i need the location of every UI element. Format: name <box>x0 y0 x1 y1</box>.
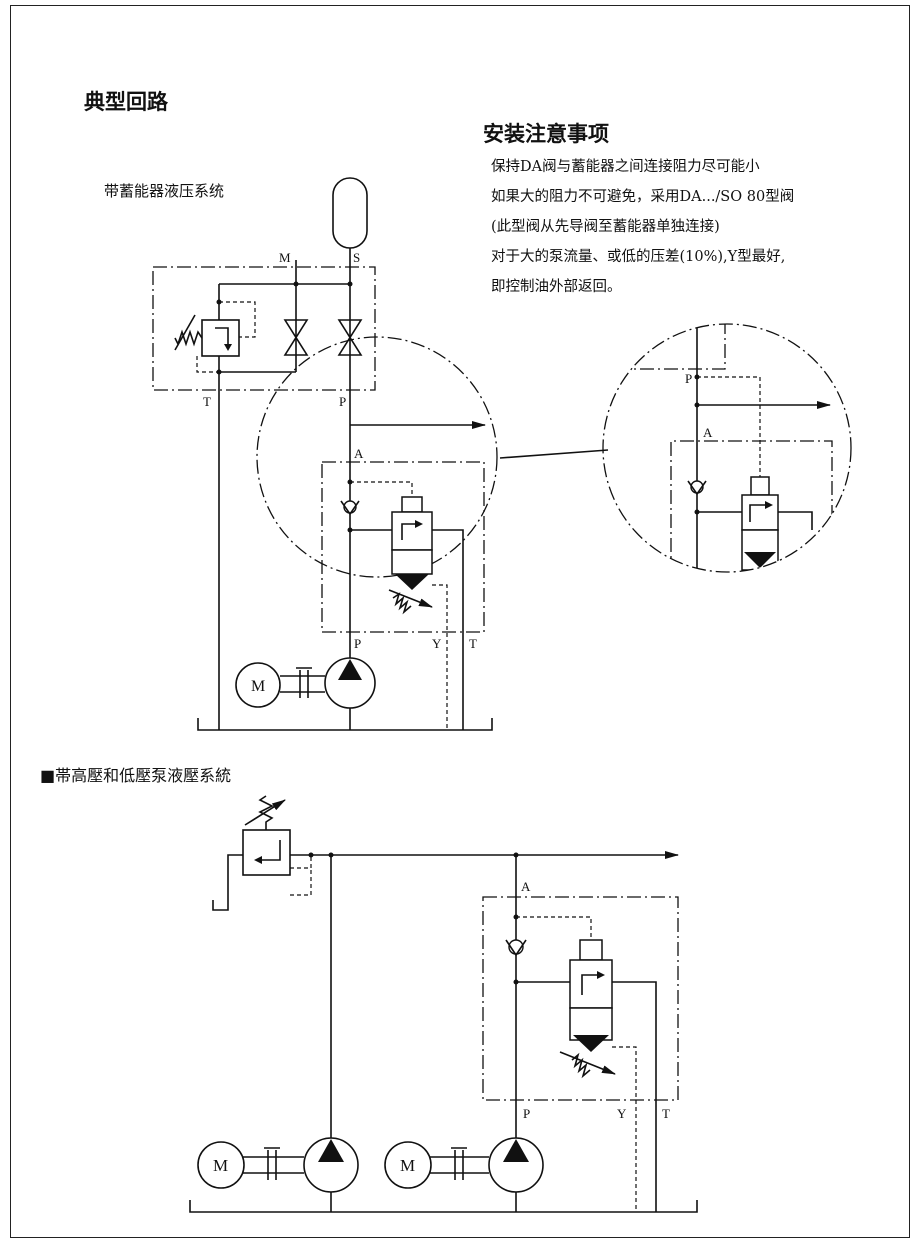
pressure-relief-valve-icon <box>212 795 312 911</box>
motor-icon: M <box>384 1141 432 1189</box>
section-title: 典型回路 <box>84 90 168 114</box>
accumulator-circuit: M S T P A <box>152 177 609 731</box>
port-label-p: P <box>354 636 361 651</box>
motor-label: M <box>213 1156 228 1175</box>
detail-zoom: P A <box>602 323 852 573</box>
motor-label: M <box>251 678 265 695</box>
diagram1-caption: 带蓄能器液压系统 <box>104 182 225 200</box>
valve-block-boundary <box>321 461 485 633</box>
valve-block-boundary <box>482 896 679 1101</box>
port-label-s: S <box>353 250 360 265</box>
coupling-icon <box>430 1147 489 1180</box>
port-label-y: Y <box>617 1106 627 1121</box>
pressure-relief-valve-icon <box>174 301 256 373</box>
coupling-icon <box>280 667 325 698</box>
logic-valve-icon <box>388 496 433 615</box>
notes-heading: 安装注意事项 <box>483 122 609 146</box>
page-border <box>10 5 910 1238</box>
logic-valve-icon <box>559 939 616 1079</box>
port-label-p: P <box>339 394 346 409</box>
note-line: 对于大的泵流量、或低的压差(10%),Y型最好, <box>491 249 786 265</box>
port-label-p: P <box>685 371 692 386</box>
two-pump-circuit: A P Y T M <box>189 795 698 1213</box>
motor-icon: M <box>197 1141 245 1189</box>
port-label-a: A <box>354 446 364 461</box>
check-valve-icon <box>505 939 527 957</box>
port-label-a: A <box>521 879 531 894</box>
motor-icon: M <box>235 662 281 708</box>
port-label-t: T <box>203 394 211 409</box>
tank-line <box>189 1200 698 1213</box>
port-label-t: T <box>469 636 477 651</box>
check-valve-icon <box>340 500 360 516</box>
accumulator-block-boundary <box>152 266 376 391</box>
port-label-p: P <box>523 1106 530 1121</box>
port-label-y: Y <box>432 636 442 651</box>
port-label-m: M <box>279 250 291 265</box>
pump-icon <box>488 1137 544 1193</box>
note-line: 保持DA阀与蓄能器之间连接阻力尽可能小 <box>491 159 760 175</box>
port-label-t: T <box>662 1106 670 1121</box>
pump-icon <box>303 1137 359 1193</box>
shutoff-valve-icon <box>283 319 309 356</box>
diagram2-caption: ■帯高壓和低壓泵液壓系統 <box>40 766 232 785</box>
port-label-a: A <box>703 425 713 440</box>
motor-label: M <box>400 1156 415 1175</box>
zoom-area-circle <box>256 336 498 578</box>
note-line: 如果大的阻力不可避免，采用DA.../SO 80型阀 <box>491 189 795 205</box>
pump-icon <box>324 657 376 709</box>
notes-list: 保持DA阀与蓄能器之间连接阻力尽可能小 如果大的阻力不可避免，采用DA.../S… <box>491 152 794 302</box>
note-line: 即控制油外部返回。 <box>491 279 622 295</box>
tank-line <box>197 718 493 731</box>
shutoff-valve-icon <box>337 319 363 356</box>
detail-circle <box>602 323 852 573</box>
coupling-icon <box>243 1147 304 1180</box>
accumulator-icon <box>332 177 368 249</box>
note-line: (此型阀从先导阀至蓄能器单独连接) <box>491 219 720 235</box>
